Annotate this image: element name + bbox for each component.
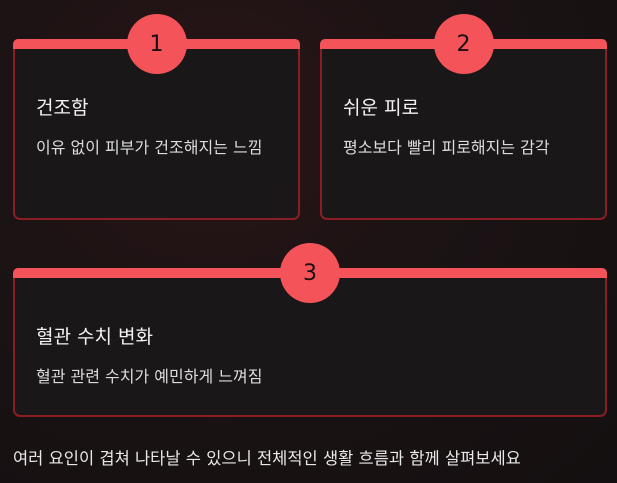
symptom-card-dryness: 1 건조함 이유 없이 피부가 건조해지는 느낌 bbox=[13, 14, 300, 220]
card-description: 혈관 관련 수치가 예민하게 느껴짐 bbox=[36, 367, 263, 386]
symptom-card-blood-levels: 3 혈관 수치 변화 혈관 관련 수치가 예민하게 느껴짐 bbox=[13, 243, 607, 417]
card-number-badge: 2 bbox=[433, 14, 494, 74]
card-description: 평소보다 빨리 피로해지는 감각 bbox=[343, 138, 550, 157]
card-title: 혈관 수치 변화 bbox=[36, 326, 153, 348]
card-number-badge: 1 bbox=[126, 14, 187, 74]
symptom-card-fatigue: 2 쉬운 피로 평소보다 빨리 피로해지는 감각 bbox=[320, 14, 607, 220]
card-title: 쉬운 피로 bbox=[343, 97, 419, 119]
card-title: 건조함 bbox=[36, 97, 89, 119]
card-description: 이유 없이 피부가 건조해지는 느낌 bbox=[36, 138, 263, 157]
footer-note: 여러 요인이 겹쳐 나타날 수 있으니 전체적인 생활 흐름과 함께 살펴보세요 bbox=[13, 449, 521, 468]
card-number-badge: 3 bbox=[280, 243, 340, 303]
